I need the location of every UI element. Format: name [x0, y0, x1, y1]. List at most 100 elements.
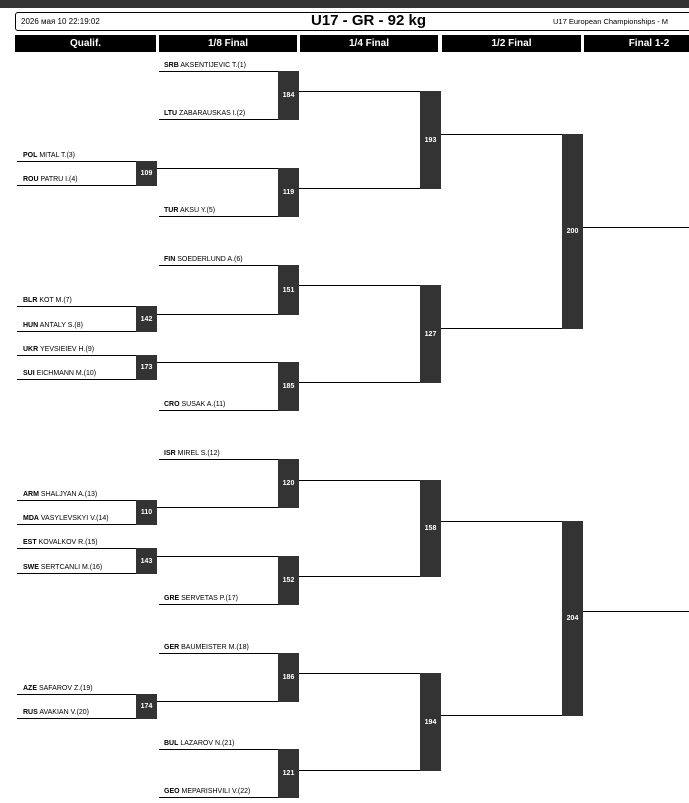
bracket-line: [299, 382, 420, 383]
match-box: 151: [278, 265, 299, 315]
bracket-line: [159, 265, 278, 266]
bracket-line: [159, 119, 278, 120]
bracket-line: [159, 604, 278, 605]
match-box: 109: [136, 161, 157, 186]
athlete-entry: EST KOVALKOV R.(15): [23, 539, 98, 547]
bracket-line: [159, 410, 278, 411]
athlete-country: HUN: [23, 322, 39, 329]
athlete-entry: BLR KOT M.(7): [23, 297, 72, 305]
bracket-line: [159, 216, 278, 217]
match-box: 184: [278, 71, 299, 120]
athlete-entry: AZE SAFAROV Z.(19): [23, 685, 93, 693]
match-box: 110: [136, 500, 157, 525]
athlete-name: EICHMANN M.(10): [36, 370, 97, 377]
bracket-line: [17, 718, 136, 719]
bracket-line: [583, 611, 689, 612]
event-name: U17 European Championships - M: [553, 17, 669, 26]
athlete-entry: SWE SERTCANLI M.(16): [23, 564, 102, 572]
round-header-1-8-final: 1/8 Final: [159, 35, 297, 52]
athlete-country: GRE: [164, 595, 180, 602]
bracket-line: [17, 694, 136, 695]
athlete-country: GEO: [164, 788, 180, 795]
athlete-entry: GEO MEPARISHVILI V.(22): [164, 788, 250, 796]
bracket-line: [157, 556, 278, 557]
athlete-entry: GER BAUMEISTER M.(18): [164, 644, 249, 652]
athlete-name: LAZAROV N.(21): [180, 740, 235, 747]
bracket-line: [17, 379, 136, 380]
athlete-name: MIREL S.(12): [177, 450, 220, 457]
bracket-line: [441, 328, 562, 329]
athlete-entry: ROU PATRU I.(4): [23, 176, 78, 184]
bracket-line: [159, 797, 278, 798]
athlete-name: AVAKIAN V.(20): [39, 709, 90, 716]
athlete-country: POL: [23, 152, 38, 159]
match-box: 142: [136, 306, 157, 332]
bracket-line: [17, 573, 136, 574]
bracket-line: [17, 524, 136, 525]
athlete-name: MITAL T.(3): [39, 152, 75, 159]
athlete-country: LTU: [164, 110, 178, 117]
match-box: 200: [562, 134, 583, 329]
athlete-name: SERVETAS P.(17): [181, 595, 238, 602]
match-box: 193: [420, 91, 441, 189]
bracket-line: [159, 459, 278, 460]
athlete-entry: ISR MIREL S.(12): [164, 450, 220, 458]
match-box: 121: [278, 749, 299, 798]
athlete-name: KOVALKOV R.(15): [38, 539, 98, 546]
athlete-name: SUSAK A.(11): [181, 401, 226, 408]
bracket-line: [157, 362, 278, 363]
bracket-line: [299, 673, 420, 674]
bracket-line: [159, 749, 278, 750]
bracket-line: [17, 331, 136, 332]
round-header-final-1-2: Final 1-2: [584, 35, 689, 52]
bracket-line: [157, 168, 278, 169]
bracket-line: [17, 355, 136, 356]
athlete-entry: SUI EICHMANN M.(10): [23, 370, 96, 378]
athlete-entry: SRB AKSENTIJEVIC T.(1): [164, 62, 246, 70]
athlete-country: AZE: [23, 685, 37, 692]
match-box: 185: [278, 362, 299, 411]
match-box: 158: [420, 480, 441, 577]
athlete-name: YEVSIEIEV H.(9): [40, 346, 95, 353]
bracket-line: [17, 161, 136, 162]
bracket-line: [441, 134, 562, 135]
athlete-entry: ARM SHALJYAN A.(13): [23, 491, 97, 499]
match-box: 119: [278, 168, 299, 217]
athlete-country: FIN: [164, 256, 176, 263]
top-bar: [0, 0, 689, 8]
athlete-name: PATRU I.(4): [40, 176, 78, 183]
athlete-name: KOT M.(7): [39, 297, 72, 304]
athlete-country: EST: [23, 539, 37, 546]
athlete-name: SHALJYAN A.(13): [40, 491, 98, 498]
bracket-header: 2026 мая 10 22:19:02 U17 - GR - 92 kg U1…: [15, 12, 689, 31]
bracket-line: [17, 185, 136, 186]
match-box: 186: [278, 653, 299, 702]
bracket-line: [299, 91, 420, 92]
bracket-line: [441, 715, 562, 716]
bracket-line: [159, 71, 278, 72]
bracket-line: [157, 701, 278, 702]
athlete-name: AKSENTIJEVIC T.(1): [180, 62, 246, 69]
athlete-entry: BUL LAZAROV N.(21): [164, 740, 234, 748]
athlete-country: SRB: [164, 62, 179, 69]
bracket-line: [159, 653, 278, 654]
athlete-name: SERTCANLI M.(16): [40, 564, 103, 571]
athlete-entry: UKR YEVSIEIEV H.(9): [23, 346, 94, 354]
match-box: 173: [136, 355, 157, 380]
athlete-country: UKR: [23, 346, 39, 353]
athlete-country: CRO: [164, 401, 180, 408]
print-date: 2026 мая 10 22:19:02: [21, 17, 100, 26]
athlete-country: ROU: [23, 176, 39, 183]
athlete-country: ISR: [164, 450, 176, 457]
athlete-name: BAUMEISTER M.(18): [181, 644, 249, 651]
round-header-qualif: Qualif.: [15, 35, 156, 52]
bracket-line: [441, 521, 562, 522]
athlete-country: RUS: [23, 709, 38, 716]
bracket-line: [17, 306, 136, 307]
athlete-entry: GRE SERVETAS P.(17): [164, 595, 238, 603]
round-header-1-4-final: 1/4 Final: [300, 35, 438, 52]
bracket-line: [157, 314, 278, 315]
athlete-name: SOEDERLUND A.(6): [177, 256, 243, 263]
athlete-name: MEPARISHVILI V.(22): [181, 788, 251, 795]
match-box: 204: [562, 521, 583, 716]
